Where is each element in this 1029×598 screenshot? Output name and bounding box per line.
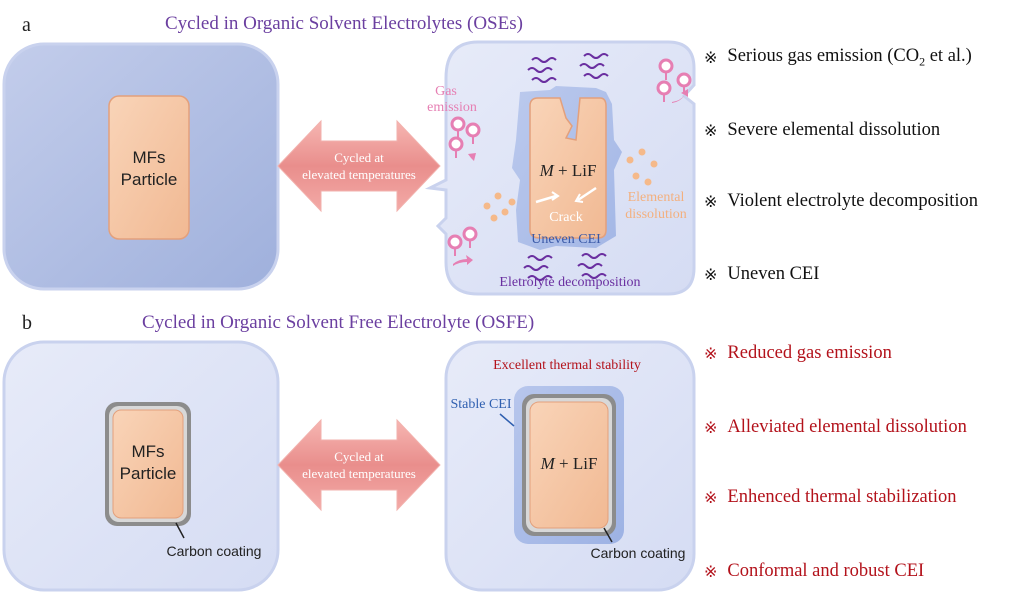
panel-b-point-3-text: Enhenced thermal stabilization <box>727 487 957 507</box>
panel-a-point-1-text: Serious gas emission (CO2 et al.) <box>727 46 971 70</box>
panel-a-dissolution-label-1: Elemental <box>628 190 685 205</box>
reference-mark-icon: ※ <box>704 48 718 68</box>
decomposition-wave-icon <box>523 53 609 281</box>
panel-a-dissolution-label-2: dissolution <box>625 207 686 222</box>
panel-b-point-2-text: Alleviated elemental dissolution <box>727 417 967 437</box>
panel-a-particle-label-2: Particle <box>121 170 178 189</box>
panel-a-point-2-text: Severe elemental dissolution <box>727 120 941 140</box>
panel-a-product-element: M <box>539 161 555 180</box>
diagram-canvas: MFs Particle Cycled at elevated temperat… <box>2 40 696 592</box>
panel-b-product-element: M <box>540 454 556 473</box>
panel-b-arrow-text-1: Cycled at <box>334 449 384 464</box>
panel-a-double-arrow <box>277 119 441 213</box>
reference-mark-icon: ※ <box>704 265 718 284</box>
panel-b-title: Cycled in Organic Solvent Free Electroly… <box>142 312 535 333</box>
panel-b-product-rest: + LiF <box>555 454 598 473</box>
panel-b-arrow-text-2: elevated temperatures <box>302 466 416 481</box>
panel-a-particle-label-1: MFs <box>132 148 165 167</box>
crack-arrowhead-right <box>574 193 584 203</box>
panel-b-point-1: ※ Reduced gas emission <box>704 343 892 364</box>
panel-b-pristine-box <box>2 340 280 592</box>
panel-a-mfs-particle <box>108 95 190 240</box>
dissolution-dot-icon <box>483 148 658 222</box>
panel-b-label: b <box>22 312 32 334</box>
panel-b-point-1-text: Reduced gas emission <box>727 343 892 363</box>
panel-a-decomposition-label: Eletrolyte decomposition <box>499 275 640 290</box>
panel-a-label: a <box>22 14 31 36</box>
crack-arrow-right <box>577 186 597 202</box>
panel-a-arrow-text-1: Cycled at <box>334 150 384 165</box>
panel-a-uneven-cei-label: Uneven CEI <box>531 232 601 247</box>
panel-a-point-3-text: Violent electrolyte decomposition <box>727 191 979 211</box>
panel-a-product-rest: + LiF <box>554 161 597 180</box>
gas-bubble-icon <box>447 58 692 266</box>
crack-arrowhead-left <box>551 191 560 201</box>
panel-a-product: M + LiF <box>539 161 597 180</box>
panel-a-arrow-text-2: elevated temperatures <box>302 167 416 182</box>
panel-a-gas-label-1: Gas <box>435 84 457 99</box>
panel-a-point-1-sub: 2 <box>919 54 926 69</box>
panel-b-particle-label-1: MFs <box>131 442 164 461</box>
panel-b-product-particle <box>529 401 609 529</box>
panel-a-title: Cycled in Organic Solvent Electrolytes (… <box>165 13 523 34</box>
reference-mark-icon: ※ <box>704 192 718 211</box>
panel-b-mfs-particle <box>112 409 184 519</box>
panel-a-point-1-post: et al.) <box>925 46 972 66</box>
panel-b-carbon-coating-right-label: Carbon coating <box>591 545 686 561</box>
reference-mark-icon: ※ <box>704 562 718 581</box>
panel-b-particle-label-2: Particle <box>120 464 177 483</box>
panel-a-point-1: ※ Serious gas emission (CO2 et al.) <box>704 46 972 70</box>
panel-a-gas-label-2: emission <box>427 100 477 115</box>
panel-b-point-2: ※ Alleviated elemental dissolution <box>704 417 967 438</box>
panel-b-double-arrow <box>277 418 441 512</box>
panel-b-stability-label: Excellent thermal stability <box>493 358 641 373</box>
panel-b-carbon-coating-left-label: Carbon coating <box>167 543 262 559</box>
panel-a-point-3: ※ Violent electrolyte decomposition <box>704 191 978 212</box>
panel-a-point-4-text: Uneven CEI <box>727 264 820 284</box>
panel-a-point-1-pre: Serious gas emission (CO <box>727 46 920 66</box>
crack-arrow-left <box>535 194 557 204</box>
panel-a-point-4: ※ Uneven CEI <box>704 264 819 285</box>
panel-b-cycled-box <box>444 340 696 592</box>
reference-mark-icon: ※ <box>704 344 718 363</box>
panel-b-point-3: ※ Enhenced thermal stabilization <box>704 487 957 508</box>
panel-b-product: M + LiF <box>540 454 598 473</box>
reference-mark-icon: ※ <box>704 418 718 437</box>
panel-a-cracked-particle <box>529 97 607 239</box>
reference-mark-icon: ※ <box>704 488 718 507</box>
panel-b-stable-cei-label: Stable CEI <box>450 397 511 412</box>
panel-a-crack-label: Crack <box>549 210 582 225</box>
panel-a-point-2: ※ Severe elemental dissolution <box>704 120 940 141</box>
reference-mark-icon: ※ <box>704 121 718 140</box>
panel-b-point-4-text: Conformal and robust CEI <box>727 561 925 581</box>
panel-b-point-4: ※ Conformal and robust CEI <box>704 561 924 582</box>
